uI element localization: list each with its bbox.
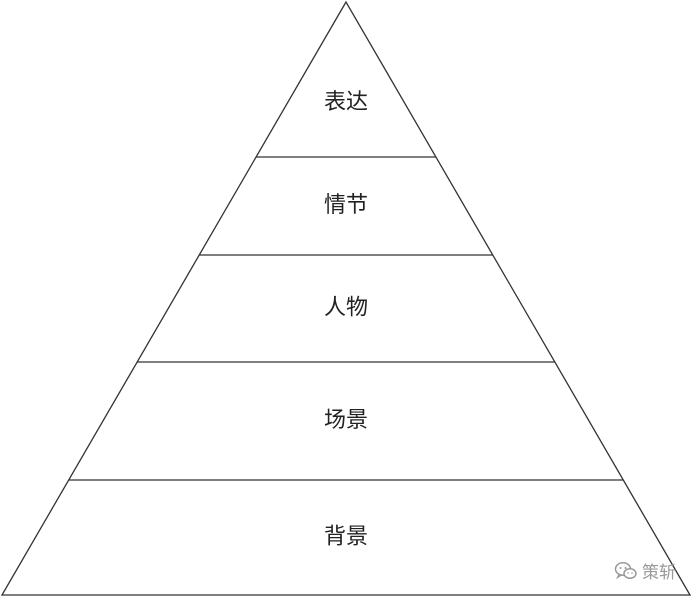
tier-label-3: 人物 [324,296,368,321]
pyramid-tier-1 [256,2,436,157]
pyramid-tier-4 [68,362,624,480]
tier-label-1: 表达 [324,90,368,115]
watermark: 策斩 [614,558,676,583]
tier-label-5: 背景 [324,525,368,550]
pyramid-tier-3 [137,255,555,362]
watermark-text: 策斩 [642,563,676,583]
pyramid-tier-2 [199,157,493,255]
wechat-icon [614,561,637,579]
tier-dividers [68,156,624,481]
pyramid-tier-5 [2,480,690,595]
tier-label-4: 场景 [324,408,368,433]
tier-label-2: 情节 [324,193,368,218]
